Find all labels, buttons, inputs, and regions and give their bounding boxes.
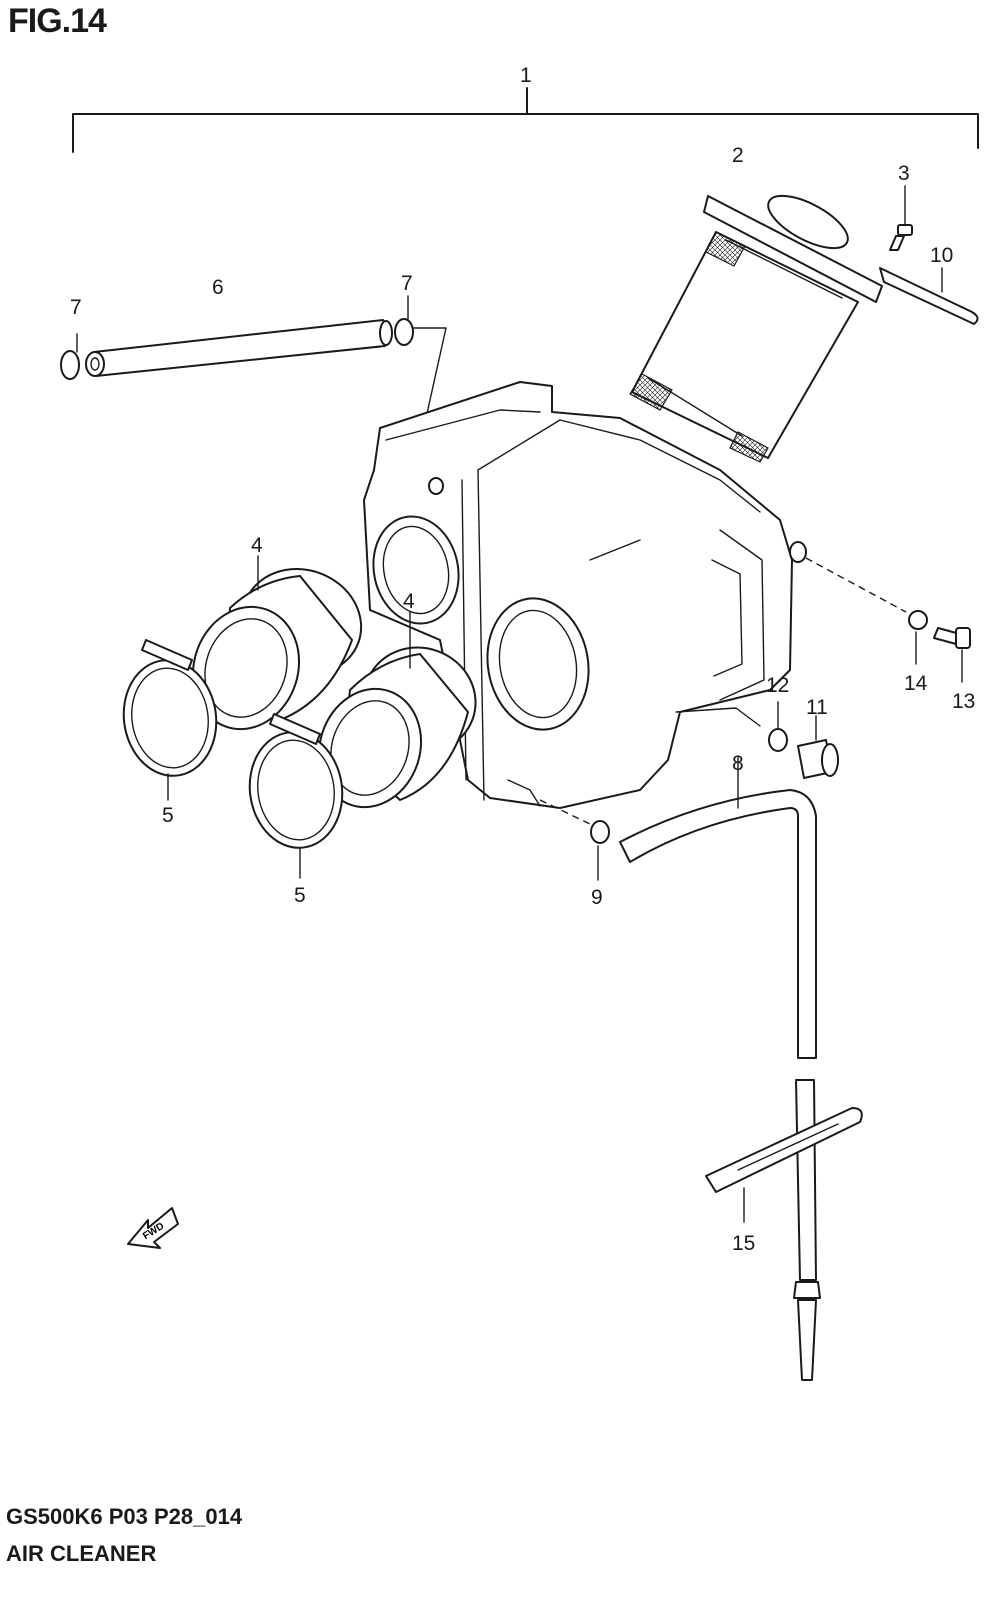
fwd-arrow-icon: FWD [127, 1207, 179, 1249]
stay-10 [879, 267, 979, 325]
clamp-band-5-lower [248, 713, 344, 879]
clamp-band-5-upper [122, 639, 218, 801]
callout-9: 9 [591, 886, 603, 909]
screw-3 [889, 185, 913, 251]
figure-title: FIG.14 [8, 2, 107, 40]
callout-11: 11 [806, 696, 828, 719]
callout-10: 10 [930, 244, 953, 267]
callout-5-lower: 5 [294, 884, 306, 907]
guide-15 [705, 1107, 863, 1223]
callout-6: 6 [212, 276, 224, 299]
hose-clamp-7-left [60, 333, 80, 380]
callout-14: 14 [904, 672, 928, 695]
intake-boot-4-lower [317, 611, 477, 809]
callout-7-left: 7 [70, 296, 82, 319]
callout-3: 3 [898, 162, 910, 185]
callout-2: 2 [732, 144, 744, 167]
clamp-12 [768, 701, 788, 752]
filter-element-2 [629, 194, 883, 463]
assembly-bracket [72, 87, 979, 153]
intake-boot-4-upper [191, 555, 363, 731]
model-code: GS500K6 P03 P28_014 [6, 1504, 243, 1529]
bolt-13 [933, 627, 971, 683]
drain-cap-11 [797, 715, 839, 779]
callout-8: 8 [732, 752, 744, 775]
callout-4-upper: 4 [251, 534, 263, 557]
callout-labels: 1 2 3 4 4 5 5 6 7 7 8 9 10 11 12 13 14 1… [70, 64, 975, 1255]
washer-14 [805, 557, 928, 665]
callout-12: 12 [766, 674, 789, 697]
figure-name: AIR CLEANER [6, 1541, 157, 1566]
callout-5-upper: 5 [162, 804, 174, 827]
clamp-9 [539, 799, 610, 881]
callout-1: 1 [520, 64, 532, 87]
callout-4-lower: 4 [403, 590, 415, 613]
callout-15: 15 [732, 1232, 755, 1255]
drain-hose-8 [619, 755, 817, 1059]
callout-7-right: 7 [401, 272, 413, 295]
breather-hose-6 [85, 319, 393, 377]
callout-13: 13 [952, 690, 975, 713]
